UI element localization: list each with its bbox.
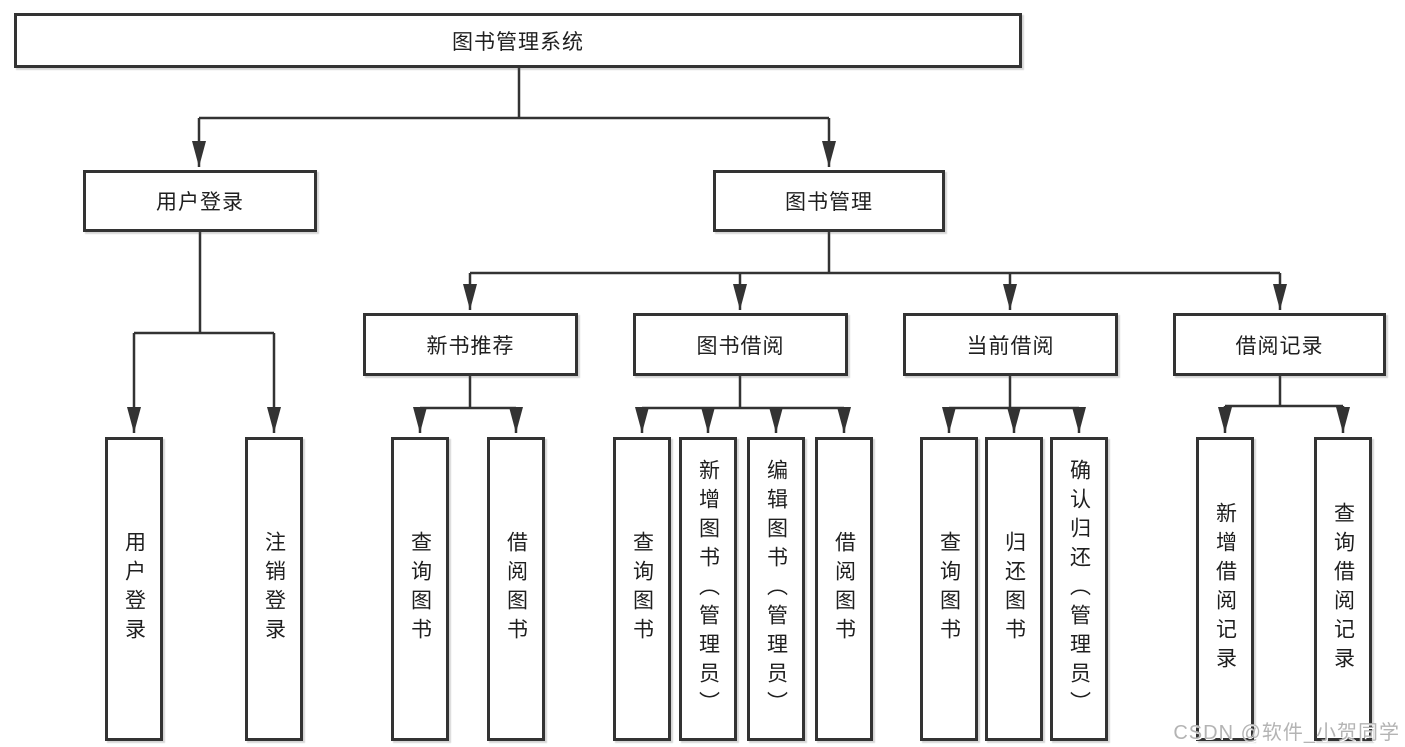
leaf-borrow-books: 借阅图书 (815, 437, 873, 741)
leaf-user-login-label: 用户登录 (122, 531, 146, 647)
node-borrow-records: 借阅记录 (1173, 313, 1386, 376)
leaf-query-books-borrow-label: 查询图书 (630, 531, 654, 647)
leaf-add-borrow-record-label: 新增借阅记录 (1213, 502, 1237, 676)
node-root-label: 图书管理系统 (452, 30, 584, 54)
leaf-confirm-return-admin: 确认归还（管理员） (1050, 437, 1108, 741)
leaf-query-books-recommend-label: 查询图书 (408, 531, 432, 647)
leaf-query-borrow-record: 查询借阅记录 (1314, 437, 1372, 741)
node-user-login-label: 用户登录 (156, 191, 244, 214)
node-current-borrow-label: 当前借阅 (966, 334, 1055, 358)
csdn-watermark: CSDN @软件_小贺同学 (1173, 722, 1400, 744)
node-user-login: 用户登录 (83, 170, 317, 232)
leaf-return-books: 归还图书 (985, 437, 1043, 741)
leaf-query-books-current-label: 查询图书 (937, 531, 961, 647)
leaf-query-books-current: 查询图书 (920, 437, 978, 741)
node-book-management: 图书管理 (713, 170, 945, 232)
leaf-borrow-books-recommend-label: 借阅图书 (504, 531, 528, 647)
node-book-management-label: 图书管理 (785, 191, 873, 214)
leaf-edit-books-admin-label: 编辑图书（管理员） (764, 458, 788, 720)
leaf-query-books-borrow: 查询图书 (613, 437, 671, 741)
node-book-borrow: 图书借阅 (633, 313, 848, 376)
node-new-book-recommend-label: 新书推荐 (426, 334, 515, 358)
leaf-borrow-books-recommend: 借阅图书 (487, 437, 545, 741)
leaf-query-books-recommend: 查询图书 (391, 437, 449, 741)
leaf-edit-books-admin: 编辑图书（管理员） (747, 437, 805, 741)
node-borrow-records-label: 借阅记录 (1235, 334, 1324, 358)
connector-group (127, 68, 1350, 433)
node-book-borrow-label: 图书借阅 (696, 334, 785, 358)
leaf-logout: 注销登录 (245, 437, 303, 741)
leaf-confirm-return-admin-label: 确认归还（管理员） (1067, 458, 1091, 720)
leaf-query-borrow-record-label: 查询借阅记录 (1331, 502, 1355, 676)
leaf-return-books-label: 归还图书 (1002, 531, 1026, 647)
node-current-borrow: 当前借阅 (903, 313, 1118, 376)
node-new-book-recommend: 新书推荐 (363, 313, 578, 376)
leaf-add-borrow-record: 新增借阅记录 (1196, 437, 1254, 741)
leaf-logout-label: 注销登录 (262, 531, 286, 647)
leaf-borrow-books-label: 借阅图书 (832, 531, 856, 647)
leaf-add-books-admin-label: 新增图书（管理员） (696, 458, 720, 720)
leaf-user-login: 用户登录 (105, 437, 163, 741)
node-root: 图书管理系统 (14, 13, 1022, 68)
leaf-add-books-admin: 新增图书（管理员） (679, 437, 737, 741)
